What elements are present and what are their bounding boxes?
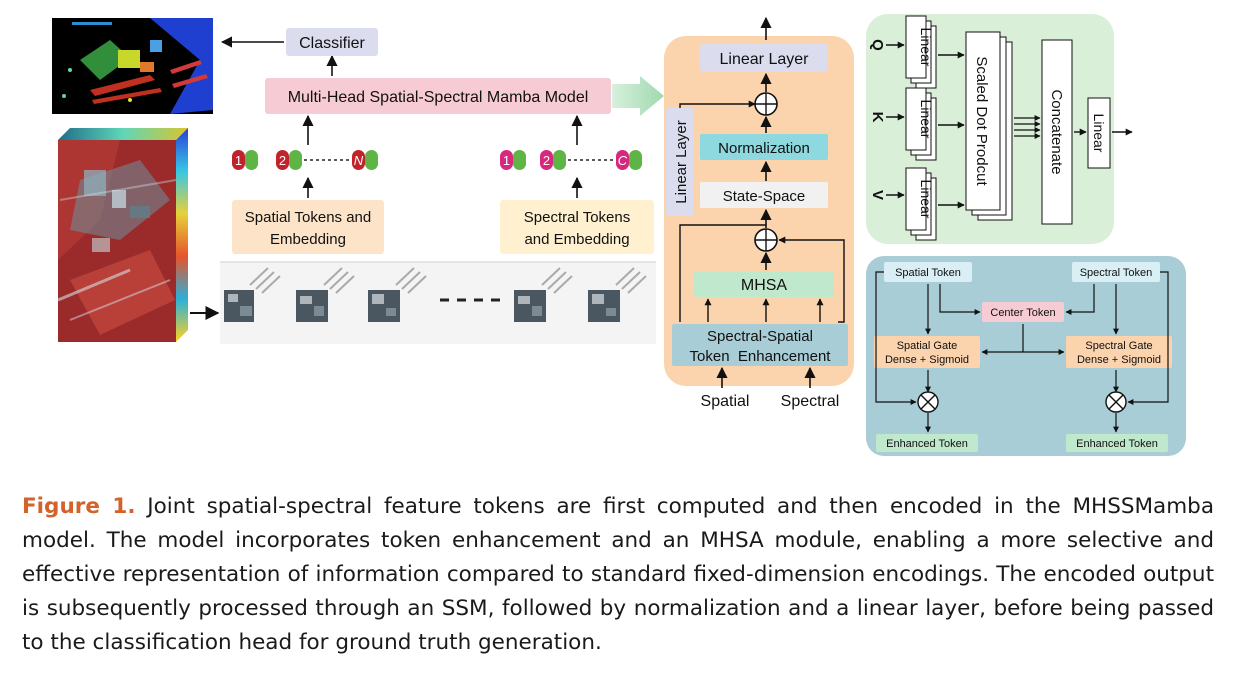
spectral-embedding-box: Spectral Tokens and Embedding [500, 200, 654, 254]
multiply-node-left [917, 391, 939, 413]
patch-stack-2 [296, 267, 355, 322]
linear-layer-top-label: Linear Layer [720, 51, 810, 68]
mamba-model-label: Multi-Head Spatial-Spectral Mamba Model [288, 89, 589, 106]
patch-stack-4 [514, 267, 573, 322]
k-label: K [869, 112, 886, 123]
scaled-dot-product-label: Scaled Dot Prodcut [973, 56, 990, 186]
patch-stack-1 [224, 267, 281, 322]
concatenate-box: Concatenate [1041, 39, 1073, 225]
add-node-top [754, 92, 778, 116]
spectral-token-1: 1 [500, 150, 526, 170]
spectral-token-2: 2 [540, 150, 566, 170]
spatial-token-input-label: Spatial Token [895, 267, 961, 279]
spatial-token-row: 1 2 N [232, 150, 378, 170]
figure-caption-text: Joint spatial-spectral feature tokens ar… [22, 494, 1215, 655]
linear-out-box: Linear [1087, 97, 1111, 169]
spatial-token-2-label: 2 [279, 153, 286, 168]
spectral-gate-box: Spectral Gate Dense + Sigmoid [1066, 336, 1172, 368]
spectral-gate-label-2: Dense + Sigmoid [1077, 354, 1161, 366]
token-enhancement-box: Spectral-Spatial Token Enhancement [672, 324, 848, 366]
patch-strip [220, 261, 656, 344]
multiply-node-right [1105, 391, 1127, 413]
spectral-token-input-box: Spectral Token [1072, 262, 1160, 282]
spatial-token-2: 2 [276, 150, 302, 170]
spectral-token-2-label: 2 [543, 153, 550, 168]
figure-label: Figure 1. [22, 494, 136, 519]
linear-layer-side-label: Linear Layer [673, 120, 690, 203]
spectral-embedding-label-2: and Embedding [524, 231, 629, 248]
spatial-gate-box: Spatial Gate Dense + Sigmoid [874, 336, 980, 368]
mhsa-box: MHSA [694, 271, 834, 297]
spatial-gate-label-1: Spatial Gate [897, 340, 958, 352]
mamba-model-box: Multi-Head Spatial-Spectral Mamba Model [265, 78, 611, 114]
spatial-embedding-box: Spatial Tokens and Embedding [232, 200, 384, 254]
classifier-label: Classifier [299, 35, 365, 52]
center-token-box: Center Token [982, 302, 1064, 322]
mamba-block-panel: Linear Layer Normalization State-Space M… [664, 16, 854, 410]
attention-panel: Q K V Linear Linear Linear [866, 14, 1133, 244]
linear-v-stack: Linear [905, 167, 937, 241]
linear-q-label: Linear [918, 28, 934, 67]
normalization-label: Normalization [718, 140, 810, 157]
spectral-token-row: 1 2 C [500, 150, 642, 170]
input-spectral-label: Spectral [781, 393, 840, 410]
v-label: V [869, 190, 886, 200]
spatial-token-1-label: 1 [235, 153, 242, 168]
center-token-label: Center Token [990, 307, 1055, 319]
add-node-bottom [754, 228, 778, 252]
enhanced-token-right-box: Enhanced Token [1066, 434, 1168, 452]
spectral-gate-label-1: Spectral Gate [1085, 340, 1152, 352]
spatial-token-n-label: N [354, 153, 364, 168]
spectral-embedding-label-1: Spectral Tokens [524, 209, 630, 226]
enhanced-token-left-label: Enhanced Token [886, 438, 968, 450]
q-label: Q [869, 39, 886, 51]
spatial-embedding-label-1: Spatial Tokens and [245, 209, 371, 226]
linear-layer-side-box: Linear Layer [666, 108, 694, 216]
patch-stack-5 [588, 267, 647, 322]
spatial-embedding-label-2: Embedding [270, 231, 346, 248]
linear-k-label: Linear [918, 100, 934, 139]
mhsa-label: MHSA [741, 277, 788, 294]
linear-out-label: Linear [1091, 114, 1107, 153]
classifier-box: Classifier [286, 28, 378, 56]
linear-layer-top-box: Linear Layer [700, 44, 828, 72]
state-space-box: State-Space [700, 182, 828, 208]
scaled-dot-product-stack: Scaled Dot Prodcut [965, 31, 1013, 221]
state-space-label: State-Space [723, 188, 806, 205]
concatenate-label: Concatenate [1048, 89, 1065, 174]
token-enhancement-label-1: Spectral-Spatial [707, 328, 813, 345]
linear-q-stack: Linear [905, 15, 937, 89]
linear-k-stack: Linear [905, 87, 937, 161]
spatial-token-1: 1 [232, 150, 258, 170]
enhanced-token-right-label: Enhanced Token [1076, 438, 1158, 450]
enhanced-token-left-box: Enhanced Token [876, 434, 978, 452]
linear-v-label: Linear [918, 180, 934, 219]
hyperspectral-cube-image [57, 128, 188, 342]
spectral-token-input-label: Spectral Token [1080, 267, 1153, 279]
architecture-diagram: Spatial Tokens and Embedding Spectral To… [52, 14, 1186, 456]
normalization-box: Normalization [700, 134, 828, 160]
spectral-token-c: C [616, 150, 642, 170]
figure-caption: Figure 1. Joint spatial-spectral feature… [22, 490, 1214, 660]
input-spatial-label: Spatial [701, 393, 750, 410]
gate-panel: Spatial Token Spectral Token Center Toke… [866, 256, 1186, 456]
spatial-gate-label-2: Dense + Sigmoid [885, 354, 969, 366]
spatial-token-input-box: Spatial Token [884, 262, 972, 282]
spatial-token-n: N [352, 150, 378, 170]
spectral-token-c-label: C [618, 153, 628, 168]
expand-arrow [612, 76, 664, 116]
token-enhancement-label-2: Token Enhancement [690, 348, 832, 365]
patch-stack-3 [368, 267, 427, 322]
spectral-token-1-label: 1 [503, 153, 510, 168]
ground-truth-map-image [52, 18, 213, 114]
